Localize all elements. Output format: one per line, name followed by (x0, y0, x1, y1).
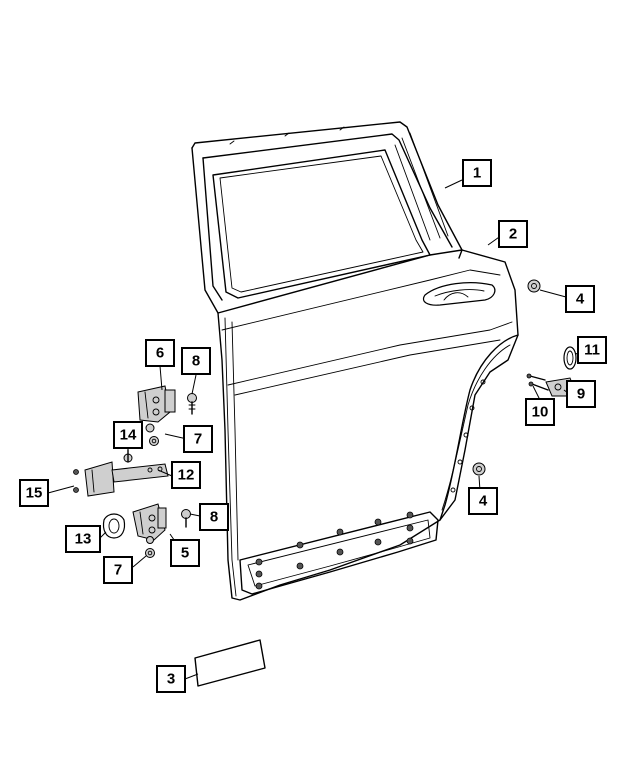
callout-4-upper: 4 (565, 285, 595, 313)
callout-7-lower: 7 (103, 556, 133, 584)
nut-part-4-lower (472, 462, 486, 476)
callout-1: 1 (462, 159, 492, 187)
svg-text:4: 4 (479, 493, 488, 510)
svg-text:6: 6 (156, 345, 164, 362)
callout-13: 13 (65, 525, 101, 553)
callout-8-upper: 8 (181, 347, 211, 375)
callout-9: 9 (566, 380, 596, 408)
svg-text:7: 7 (194, 431, 202, 448)
svg-text:7: 7 (114, 562, 122, 579)
nuts-part-15 (73, 469, 79, 493)
latch-bolts-part-10 (526, 373, 549, 391)
bolt-part-8-lower (181, 509, 191, 528)
bumper-part-13 (102, 513, 126, 539)
svg-text:4: 4 (576, 291, 585, 308)
svg-text:1: 1 (473, 165, 481, 182)
label-part-3 (194, 639, 266, 687)
lower-hinge-part-5 (132, 503, 167, 541)
callout-5: 5 (170, 539, 200, 567)
svg-text:5: 5 (181, 545, 189, 562)
callout-12: 12 (171, 461, 201, 489)
callout-10: 10 (525, 398, 555, 426)
svg-text:11: 11 (584, 342, 600, 359)
svg-text:15: 15 (26, 485, 43, 502)
door-check-part-12 (84, 461, 169, 497)
callout-2: 2 (498, 220, 528, 248)
svg-text:8: 8 (210, 509, 218, 526)
upper-hinge-part-6 (137, 385, 176, 423)
svg-text:2: 2 (509, 226, 517, 243)
callout-7-upper: 7 (183, 425, 213, 453)
svg-text:3: 3 (167, 671, 175, 688)
svg-text:12: 12 (178, 467, 195, 484)
callout-15: 15 (19, 479, 49, 507)
svg-text:8: 8 (192, 353, 200, 370)
seal-ring-part-11 (563, 346, 577, 370)
door-shell-part-2 (217, 249, 519, 601)
callout-4-lower: 4 (468, 487, 498, 515)
svg-text:10: 10 (532, 404, 549, 421)
door-frame-part-1 (191, 121, 463, 314)
nuts-part-7-lower (145, 536, 155, 558)
nuts-part-7-upper (145, 423, 159, 446)
callout-6: 6 (145, 339, 175, 367)
leader-lines (47, 179, 585, 680)
bolt-part-8-upper (187, 393, 197, 415)
callout-8-lower: 8 (199, 503, 229, 531)
svg-text:9: 9 (577, 386, 585, 403)
svg-text:14: 14 (120, 427, 137, 444)
callout-14: 14 (113, 421, 143, 449)
svg-text:13: 13 (75, 531, 92, 548)
callout-11: 11 (577, 336, 607, 364)
callout-3: 3 (156, 665, 186, 693)
nut-part-4-upper (527, 279, 541, 293)
